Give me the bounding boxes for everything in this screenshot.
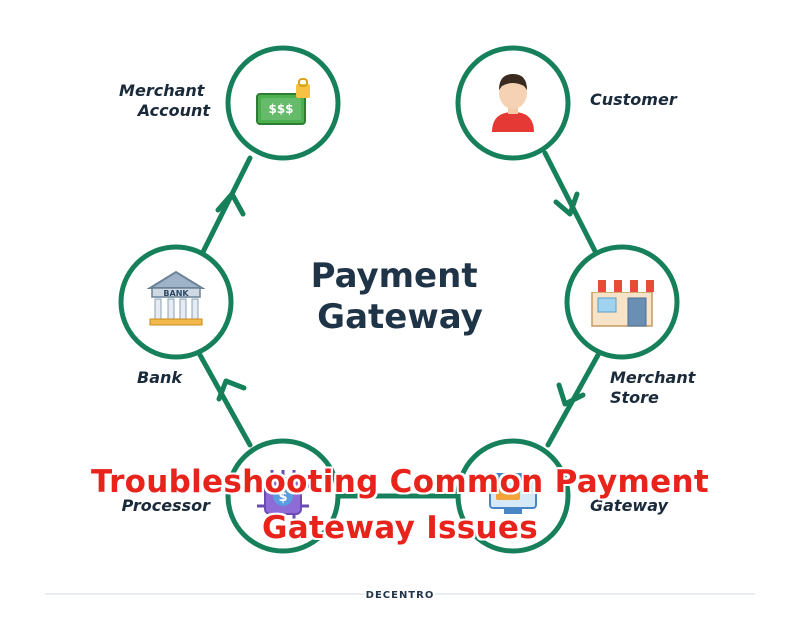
money-sign: $$$ <box>268 102 293 116</box>
node-circles <box>118 45 680 554</box>
money-icon: $$$ <box>256 78 310 125</box>
customer-label: Customer <box>590 90 678 109</box>
connector-bank-to-account <box>198 155 253 259</box>
brand-footer: DECENTRO <box>45 590 755 601</box>
bank-label: Bank <box>137 368 183 387</box>
overlay-title-line2: Gateway Issues <box>262 510 538 546</box>
bank-node <box>118 244 234 360</box>
bank-icon: BANK <box>146 270 206 326</box>
connector-processor-to-bank <box>197 352 253 448</box>
merchant-store-label: Merchant Store <box>610 368 701 407</box>
connectors <box>197 150 601 499</box>
store-icon <box>590 280 654 327</box>
brand-logo: DECENTRO <box>366 590 435 601</box>
gateway-icon <box>489 473 537 514</box>
arrow-processor-to-bank <box>216 378 247 402</box>
processor-icon: $ <box>257 470 309 522</box>
arrow-bank-to-account <box>215 191 246 217</box>
node-labels: Merchant Account Customer Bank Merchant … <box>119 81 701 515</box>
processor-sign: $ <box>278 490 287 505</box>
center-title: Payment Gateway <box>311 256 490 337</box>
bank-sign: BANK <box>163 289 189 298</box>
processor-label: Processor <box>122 496 211 515</box>
overlay-title-line1: Troubleshooting Common Payment <box>91 464 709 500</box>
arrow-store-to-gateway <box>556 382 586 407</box>
merchant-account-label: Merchant Account <box>119 81 211 120</box>
gateway-label: Gateway <box>590 496 669 515</box>
customer-icon <box>492 74 534 132</box>
arrow-customer-to-store <box>553 191 580 217</box>
